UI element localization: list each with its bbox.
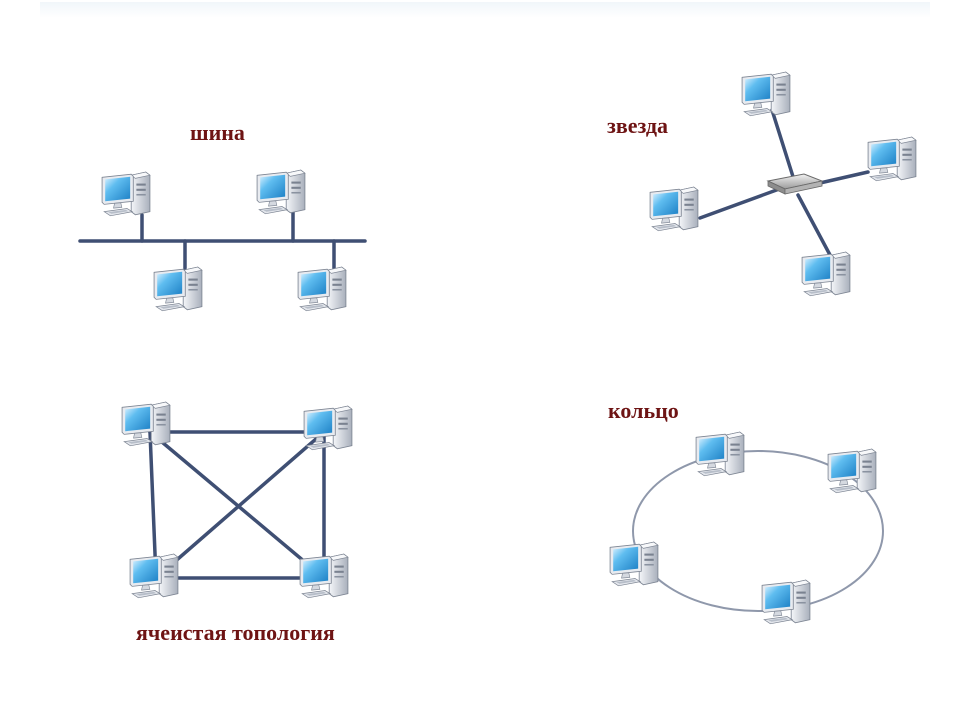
computer-icon (761, 579, 811, 625)
computer-icon (695, 431, 745, 477)
mesh-link (148, 430, 326, 580)
mesh-link (154, 430, 326, 580)
computer-icon (867, 136, 917, 182)
computer-icon (827, 448, 877, 494)
ring-topology: кольцо (608, 398, 884, 625)
computer-icon (299, 553, 349, 599)
star-link (698, 186, 784, 220)
star-link (818, 170, 870, 185)
star-topology: звезда (607, 71, 917, 297)
ring-line (632, 450, 884, 612)
top-band (40, 2, 930, 18)
mesh-label: ячеистая топология (136, 620, 335, 645)
hub-icon (766, 173, 824, 195)
ring-label: кольцо (608, 398, 679, 423)
mesh-topology: ячеистая топология (121, 401, 353, 645)
computer-icon (801, 251, 851, 297)
star-link (796, 193, 832, 257)
bus-topology: шина (78, 120, 367, 312)
computer-icon (129, 553, 179, 599)
computer-icon (741, 71, 791, 117)
computer-icon (121, 401, 171, 447)
computer-icon (153, 266, 203, 312)
computer-icon (609, 541, 659, 587)
computer-icon (649, 186, 699, 232)
bus-label: шина (190, 120, 245, 145)
computer-icon (101, 171, 151, 217)
star-link (770, 108, 797, 185)
computer-icon (256, 169, 306, 215)
computer-icon (297, 266, 347, 312)
star-label: звезда (607, 113, 668, 138)
mesh-link (148, 430, 158, 580)
